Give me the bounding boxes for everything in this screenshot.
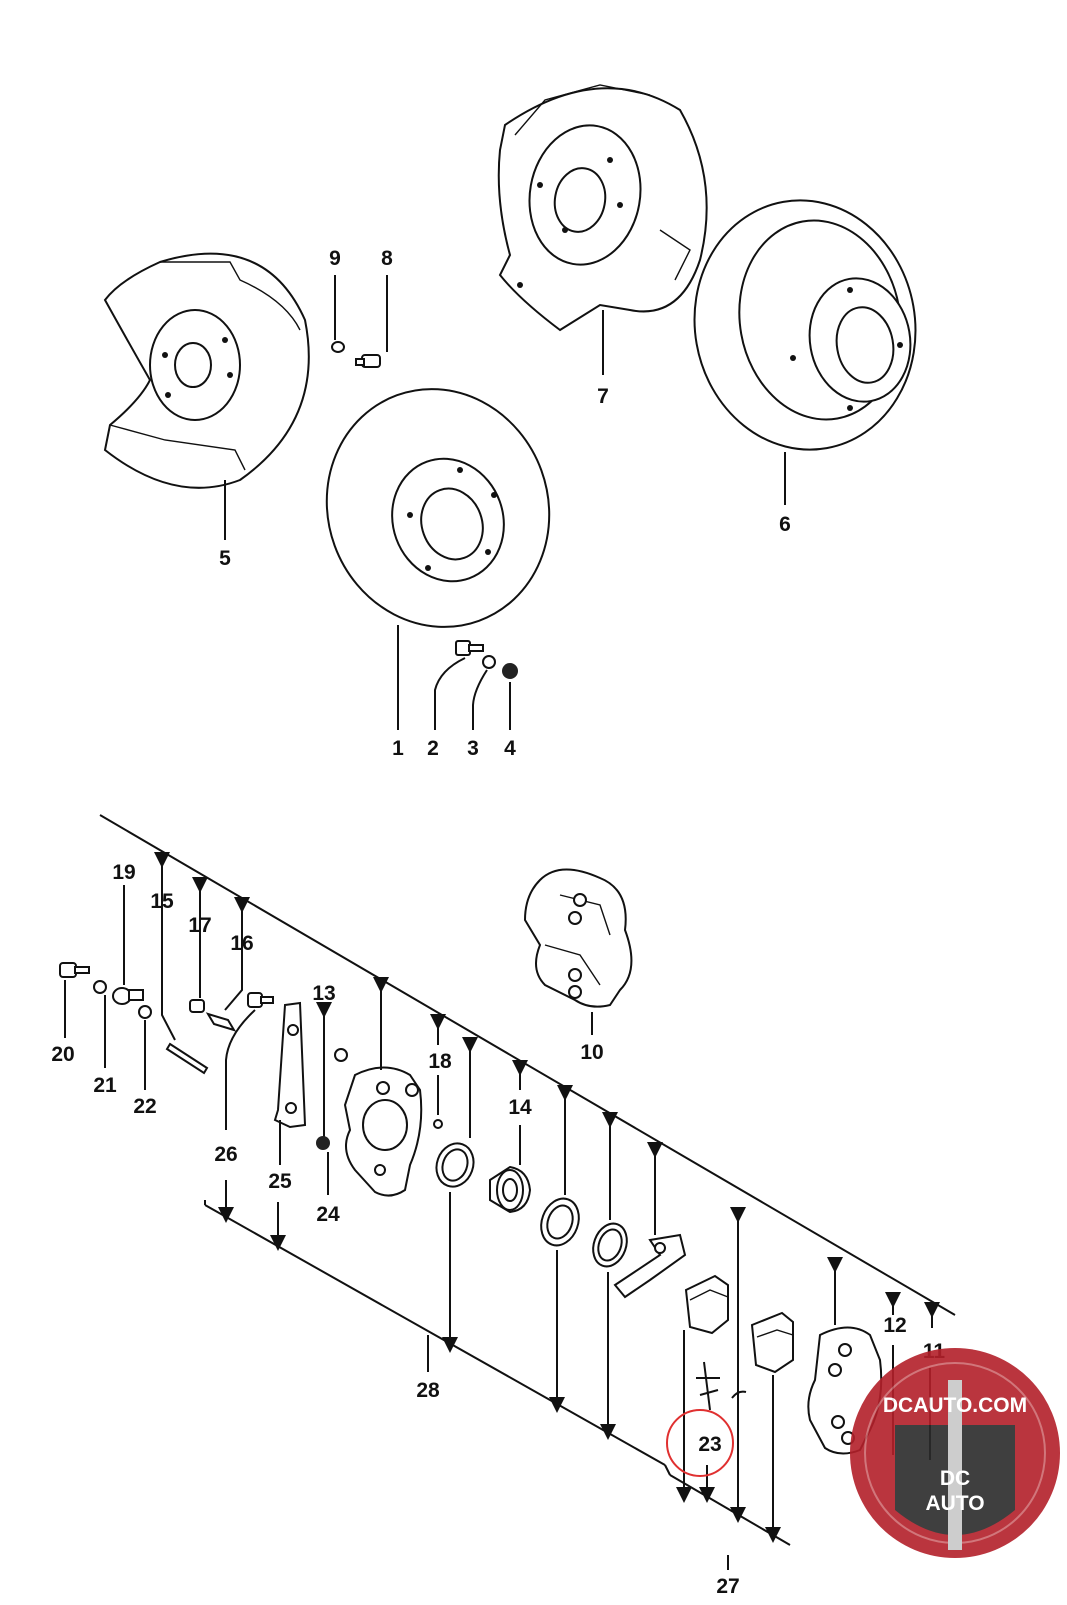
nut-24 [316,1136,330,1150]
dcauto-logo: DCAUTO.COM DC AUTO [850,1348,1060,1558]
callout-18: 18 [428,1050,452,1073]
logo-subtext: AUTO [925,1492,984,1515]
callout-10: 10 [580,1041,603,1064]
washer-21 [93,980,107,994]
leader-3 [472,669,488,730]
callout-9: 9 [329,247,341,270]
callout-24: 24 [316,1203,340,1226]
brake-pad-left [684,1274,729,1335]
callout-27: 27 [716,1575,739,1598]
clip-25 [273,1001,307,1129]
piston-14 [489,1165,532,1214]
backing-plate-top [497,84,708,332]
bleeder-16 [205,1012,237,1032]
callout-6: 6 [779,513,791,536]
seal-ring-2 [540,1197,580,1247]
callout-16: 16 [230,932,253,955]
logo-monogram: DC [940,1467,970,1490]
screw-18 [433,1119,443,1129]
logo-url: DCAUTO.COM [883,1394,1027,1417]
callout-28: 28 [416,1379,440,1402]
bolt-20 [59,962,90,978]
callout-19: 19 [112,861,135,884]
union-19 [112,987,144,1005]
disc-with-hub [693,199,917,451]
callout-26: 26 [214,1143,237,1166]
callout-22: 22 [133,1095,156,1118]
cap-17 [189,999,205,1013]
callout-25: 25 [268,1170,292,1193]
bolt-2 [455,640,484,656]
callout-8: 8 [381,247,393,270]
callout-23: 23 [698,1433,721,1456]
callout-21: 21 [93,1074,117,1097]
caliper-assembly [523,868,633,1008]
callout-13: 13 [312,982,335,1005]
leader-15 [154,852,176,1041]
washer-22 [138,1005,152,1019]
pin-15 [165,1042,209,1075]
bolt-8 [355,354,381,368]
brake-pad-right [750,1311,794,1374]
dust-shield-left [103,252,310,489]
callout-14: 14 [508,1096,532,1119]
callout-3: 3 [467,737,479,760]
bolt-26 [247,992,274,1008]
nut-4 [502,663,518,679]
caliper-half-inner [343,1066,423,1197]
washer-9 [331,341,345,353]
callout-12: 12 [883,1314,906,1337]
seal-ring-1 [435,1142,475,1188]
washer-3 [482,655,496,669]
anti-rattle-spring [696,1361,720,1411]
leader-2 [434,657,466,730]
nut-13 [334,1048,348,1062]
callout-1: 1 [392,737,404,760]
brake-disc [325,388,551,628]
callout-7: 7 [597,385,609,408]
seal-ring-3 [592,1222,628,1268]
callout-17: 17 [188,914,211,937]
leader-26 [225,1009,256,1130]
callout-5: 5 [219,547,231,570]
callout-15: 15 [150,890,174,913]
callout-20: 20 [51,1043,74,1066]
callout-2: 2 [427,737,439,760]
spreader-plate [613,1233,687,1299]
callout-4: 4 [504,737,516,760]
leader-16 [224,897,250,1011]
